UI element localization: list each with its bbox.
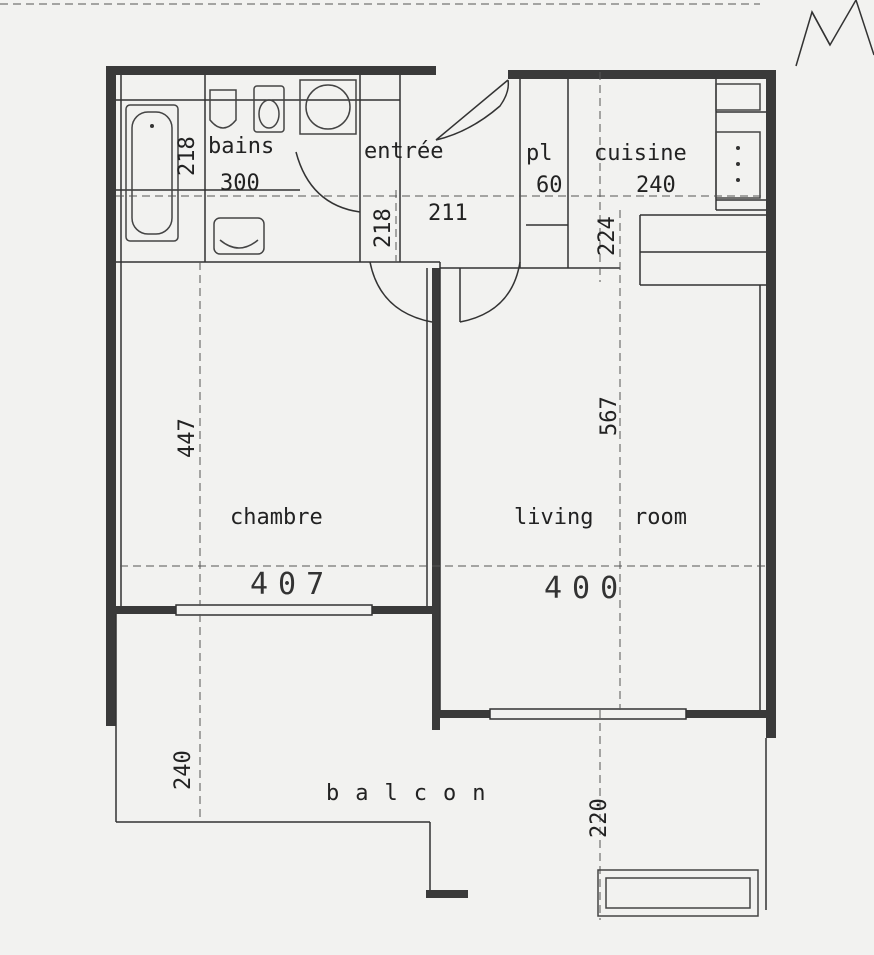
toilet — [209, 89, 237, 129]
dimension-lines — [116, 72, 766, 920]
kitchen-unit — [715, 83, 761, 111]
dim-entree-width: 211 — [428, 201, 468, 226]
dim-living-height: 567 — [597, 396, 622, 436]
window-living — [489, 708, 687, 720]
balcony-planter — [597, 869, 759, 917]
wall-top-left — [110, 66, 436, 75]
room-label-entree: entrée — [364, 139, 443, 164]
sink-basin — [219, 239, 259, 249]
dim-cuisine-height: 224 — [595, 216, 620, 256]
stove — [715, 131, 761, 199]
balcony-outline — [115, 614, 767, 917]
wall-right — [766, 70, 776, 738]
dim-placard-width: 60 — [536, 173, 563, 198]
wall-top-right — [508, 70, 776, 79]
room-label-placard: pl — [526, 141, 553, 166]
wall-partition — [432, 268, 440, 730]
washing-machine — [299, 79, 357, 135]
bathtub — [125, 104, 179, 242]
room-label-chambre: chambre — [230, 505, 323, 530]
door-chambre — [369, 261, 433, 323]
dim-cuisine-width: 240 — [636, 173, 676, 198]
corner-mark-line — [811, 11, 831, 46]
window-chambre — [175, 604, 373, 616]
dim-entree-height: 218 — [371, 208, 396, 248]
dim-bains-width: 300 — [220, 171, 260, 196]
dim-bains-height: 218 — [175, 136, 200, 176]
room-label-bains: bains — [208, 134, 274, 159]
bathtub-basin — [131, 111, 173, 235]
dim-balcon-left: 240 — [171, 750, 196, 790]
wall-stub — [426, 890, 468, 898]
bidet — [253, 85, 285, 133]
room-label-cuisine: cuisine — [594, 141, 687, 166]
corner-mark — [795, 0, 874, 67]
bidet-bowl — [258, 99, 280, 129]
dim-chambre-height: 447 — [175, 418, 200, 458]
room-label-balcon: balcon — [326, 781, 501, 806]
door-entree — [435, 79, 510, 141]
sink — [213, 217, 265, 255]
dim-balcon-right: 220 — [587, 798, 612, 838]
door-swings — [295, 79, 521, 323]
bathroom-fixtures — [125, 79, 357, 255]
balcony-planter-inner — [605, 877, 751, 909]
bathtub-drain — [150, 124, 154, 128]
dim-chambre-width: 407 — [250, 567, 334, 602]
wall-left — [106, 66, 116, 726]
washing-machine-drum — [305, 84, 351, 130]
door-bains — [295, 151, 361, 213]
kitchen-fixtures — [715, 83, 761, 199]
dim-living-width: 400 — [544, 571, 628, 606]
room-label-living: living — [514, 505, 593, 530]
room-label-room: room — [634, 505, 687, 530]
door-living — [459, 261, 521, 323]
